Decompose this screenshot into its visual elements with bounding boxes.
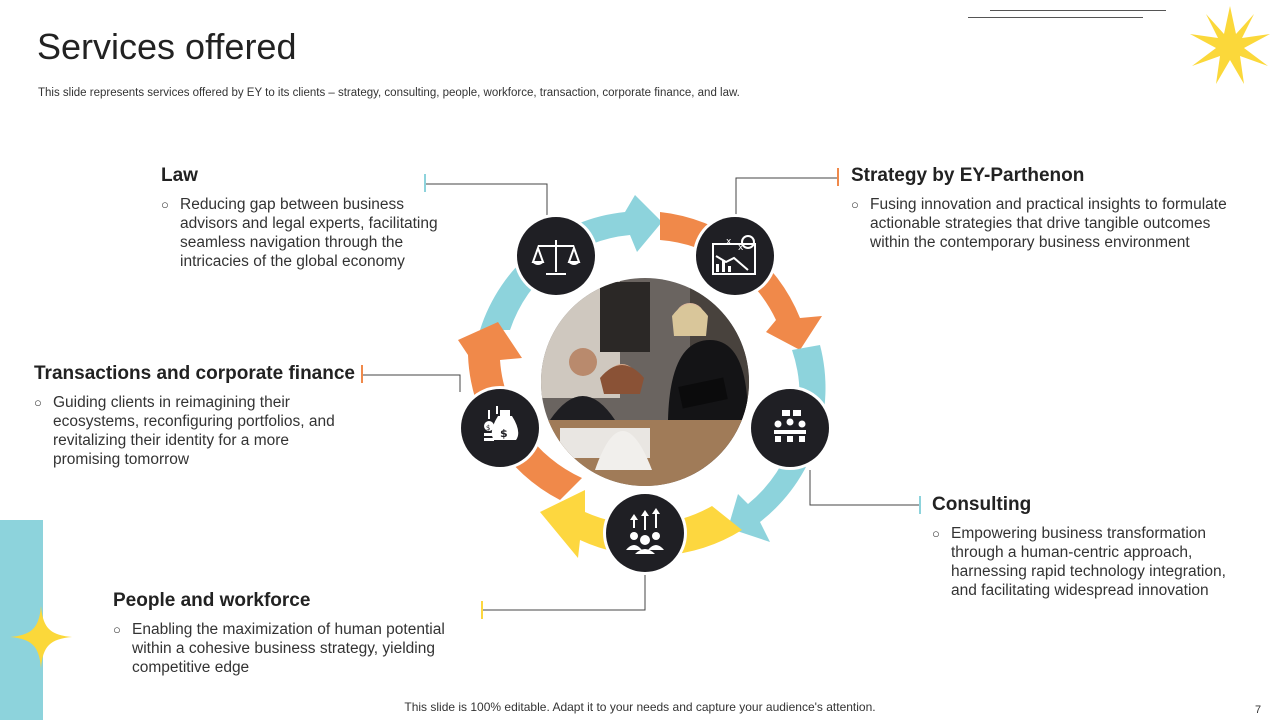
law-node <box>514 214 598 298</box>
slide-title: Services offered <box>37 26 297 67</box>
service-transactions: Transactions and corporate finance ○Guid… <box>34 363 355 469</box>
service-strategy-text: ○Fusing innovation and practical insight… <box>851 196 1227 251</box>
service-law-title: Law <box>161 165 198 186</box>
decor-line-top-1 <box>990 10 1166 11</box>
bullet-marker: ○ <box>113 622 121 637</box>
service-people-text: ○Enabling the maximization of human pote… <box>113 621 445 676</box>
sparkle-star-icon <box>10 606 72 668</box>
consulting-node <box>748 386 832 470</box>
connector-transactions <box>363 374 461 392</box>
connector-people <box>483 574 646 611</box>
svg-text:x: x <box>738 243 744 253</box>
strategy-node: x x <box>693 214 777 298</box>
bullet-marker: ○ <box>851 197 859 212</box>
svg-text:$: $ <box>486 424 490 432</box>
decor-line-top-2 <box>968 17 1143 18</box>
sun-star-icon <box>1190 6 1270 84</box>
transactions-node: $ $ <box>458 386 542 470</box>
service-people-title: People and workforce <box>113 590 311 611</box>
svg-text:x: x <box>726 237 732 247</box>
ring-arrow-teal-top <box>480 195 662 330</box>
service-law: Law ○Reducing gap between business advis… <box>161 165 461 271</box>
bullet-marker: ○ <box>34 395 42 410</box>
service-strategy-title: Strategy by EY-Parthenon <box>851 165 1085 186</box>
service-consulting-text: ○Empowering business transformation thro… <box>932 525 1226 599</box>
page-number: 7 <box>1255 704 1262 716</box>
connector-strategy <box>735 177 838 216</box>
service-consulting-title: Consulting <box>932 494 1032 515</box>
service-transactions-text: ○Guiding clients in reimagining their ec… <box>34 394 335 468</box>
bullet-marker: ○ <box>161 197 169 212</box>
service-transactions-title: Transactions and corporate finance <box>34 363 355 384</box>
service-consulting: Consulting ○Empowering business transfor… <box>932 494 1242 600</box>
connector-consulting <box>809 470 920 506</box>
bullet-marker: ○ <box>932 526 940 541</box>
service-law-text: ○Reducing gap between business advisors … <box>161 196 438 270</box>
svg-text:$: $ <box>500 427 508 440</box>
ring-arrow-yellow-bottom <box>540 490 742 558</box>
decor-sidebar <box>0 520 43 720</box>
ring-arrow-orange-left <box>458 322 582 500</box>
team-photo <box>541 278 749 486</box>
slide-subtitle: This slide represents services offered b… <box>38 87 740 99</box>
slide-footer: This slide is 100% editable. Adapt it to… <box>404 700 876 714</box>
service-strategy: Strategy by EY-Parthenon ○Fusing innovat… <box>851 165 1246 252</box>
service-people: People and workforce ○Enabling the maxim… <box>113 590 458 677</box>
people-node <box>603 491 687 575</box>
